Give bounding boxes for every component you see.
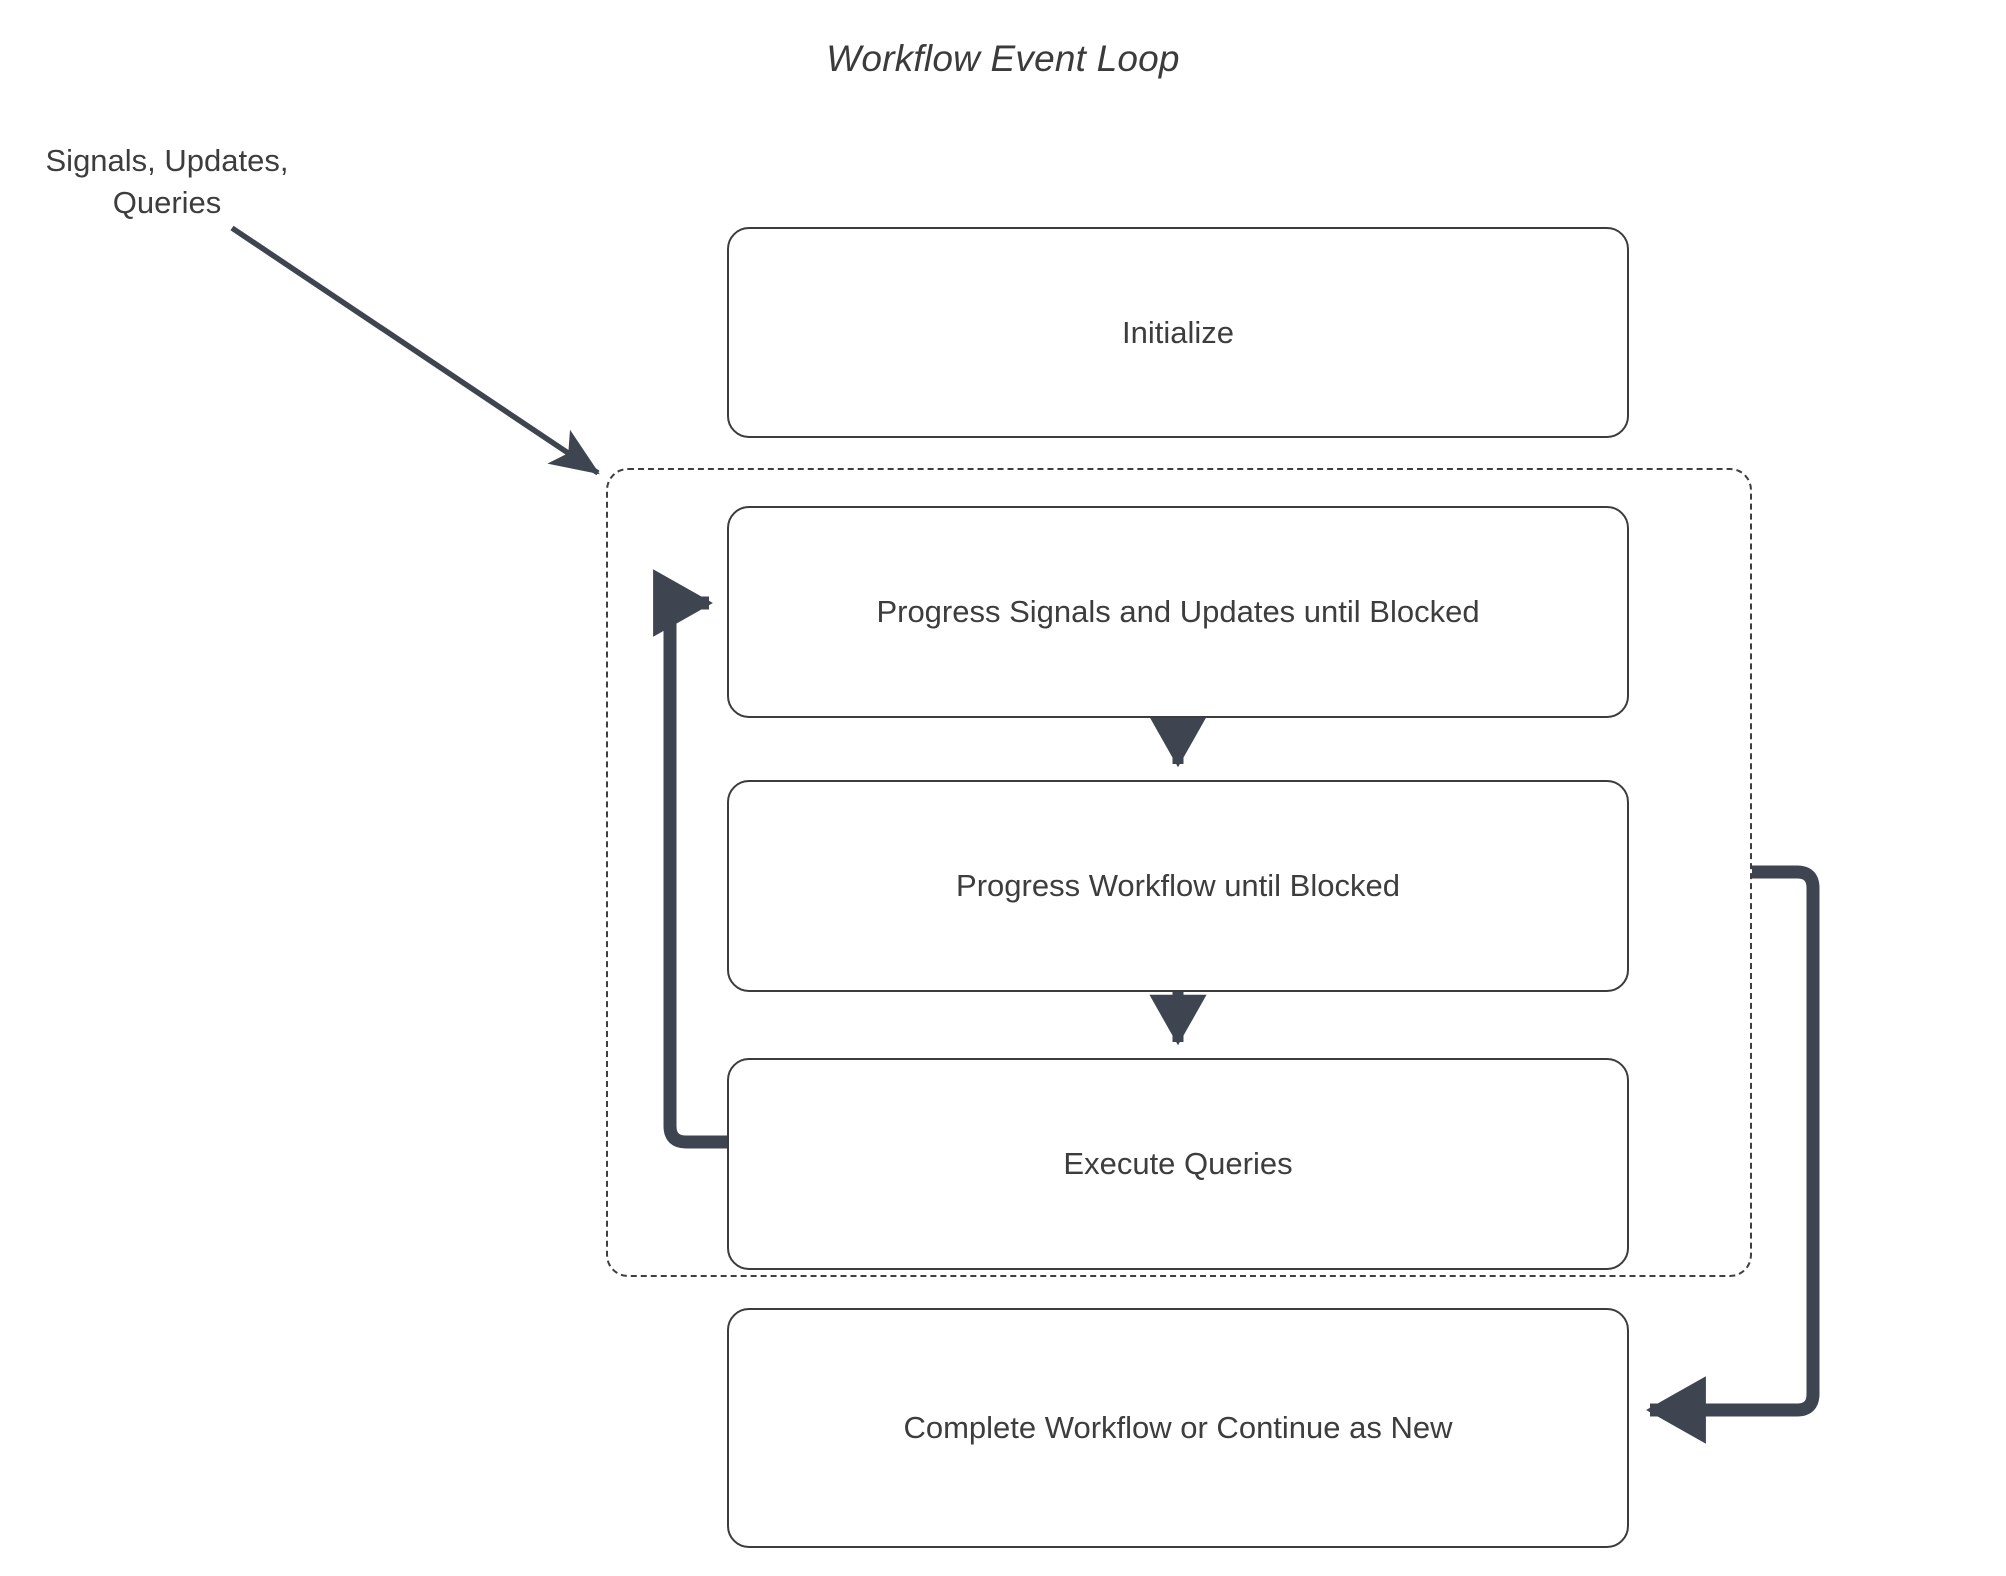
node-initialize[interactable]: Initialize	[727, 227, 1629, 438]
edge-external-input-to-loop	[230, 225, 600, 476]
node-progress-workflow-label: Progress Workflow until Blocked	[956, 868, 1400, 903]
node-progress-workflow[interactable]: Progress Workflow until Blocked	[727, 780, 1629, 992]
node-execute-queries-label: Execute Queries	[1063, 1146, 1293, 1181]
node-complete-workflow-label: Complete Workflow or Continue as New	[903, 1410, 1453, 1445]
external-input-label-line-2: Queries	[112, 185, 222, 220]
node-execute-queries[interactable]: Execute Queries	[727, 1058, 1629, 1270]
node-complete-workflow[interactable]: Complete Workflow or Continue as New	[727, 1308, 1629, 1548]
event-loop-group-boundary	[606, 468, 1752, 1277]
node-progress-signals-label: Progress Signals and Updates until Block…	[876, 594, 1480, 629]
external-input-label-line-1: Signals, Updates,	[45, 143, 289, 178]
node-progress-signals[interactable]: Progress Signals and Updates until Block…	[727, 506, 1629, 718]
diagram-title: Workflow Event Loop	[826, 38, 1180, 79]
external-input-label: Signals, Updates, Queries	[22, 140, 312, 224]
node-initialize-label: Initialize	[1122, 314, 1234, 350]
